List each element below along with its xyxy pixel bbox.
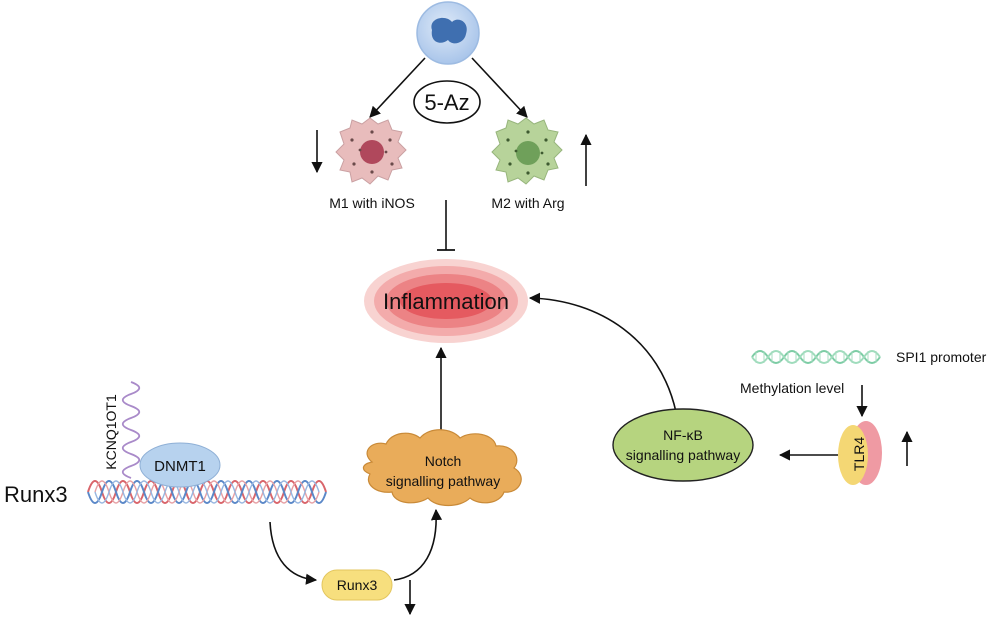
m1-inhibits-inflammation-line (437, 200, 455, 251)
inflammation-label: Inflammation (383, 289, 509, 314)
monocyte-cell-icon (416, 1, 480, 65)
inflammation-node: Inflammation (364, 259, 528, 343)
drug-5az-label: 5-Az (424, 90, 469, 115)
arrow-monocyte-to-m1 (369, 57, 426, 118)
notch-pathway-node: Notch signalling pathway (362, 429, 522, 507)
arrow-nfkb-to-inflammation (528, 292, 677, 413)
m2-label: M2 with Arg (491, 195, 564, 211)
arrow-runx3-gene-to-protein (269, 521, 318, 585)
runx3-protein-node: Runx3 (321, 569, 393, 601)
drug-5az-badge: 5-Az (413, 80, 481, 124)
notch-label-line2: signalling pathway (386, 473, 500, 489)
notch-label-line1: Notch (425, 453, 462, 469)
tlr4-label: TLR4 (851, 437, 867, 471)
runx3-gene-label: Runx3 (4, 482, 68, 507)
runx3-gene-dna-icon (87, 480, 327, 504)
arrow-runx3-to-notch (393, 508, 443, 581)
m2-macrophage-icon (491, 117, 563, 185)
kcnq1ot1-label: KCNQ1OT1 (103, 394, 119, 470)
m1-macrophage-icon (335, 117, 407, 185)
nfkb-pathway-node: NF-κB signalling pathway (612, 408, 754, 482)
tlr4-receptor-icon: TLR4 (838, 421, 882, 485)
runx3-protein-label: Runx3 (337, 577, 378, 593)
nfkb-label-line2: signalling pathway (626, 447, 740, 463)
spi1-dna-icon (751, 350, 881, 364)
methylation-label: Methylation level (740, 380, 844, 396)
nfkb-label-line1: NF-κB (663, 427, 703, 443)
dnmt1-label: DNMT1 (154, 458, 206, 475)
kcnq1ot1-rna-icon (121, 381, 141, 479)
spi1-label: SPI1 promoter (896, 349, 987, 365)
m1-label: M1 with iNOS (329, 195, 415, 211)
dnmt1-node: DNMT1 (139, 442, 221, 488)
arrow-monocyte-to-m2 (471, 57, 528, 118)
